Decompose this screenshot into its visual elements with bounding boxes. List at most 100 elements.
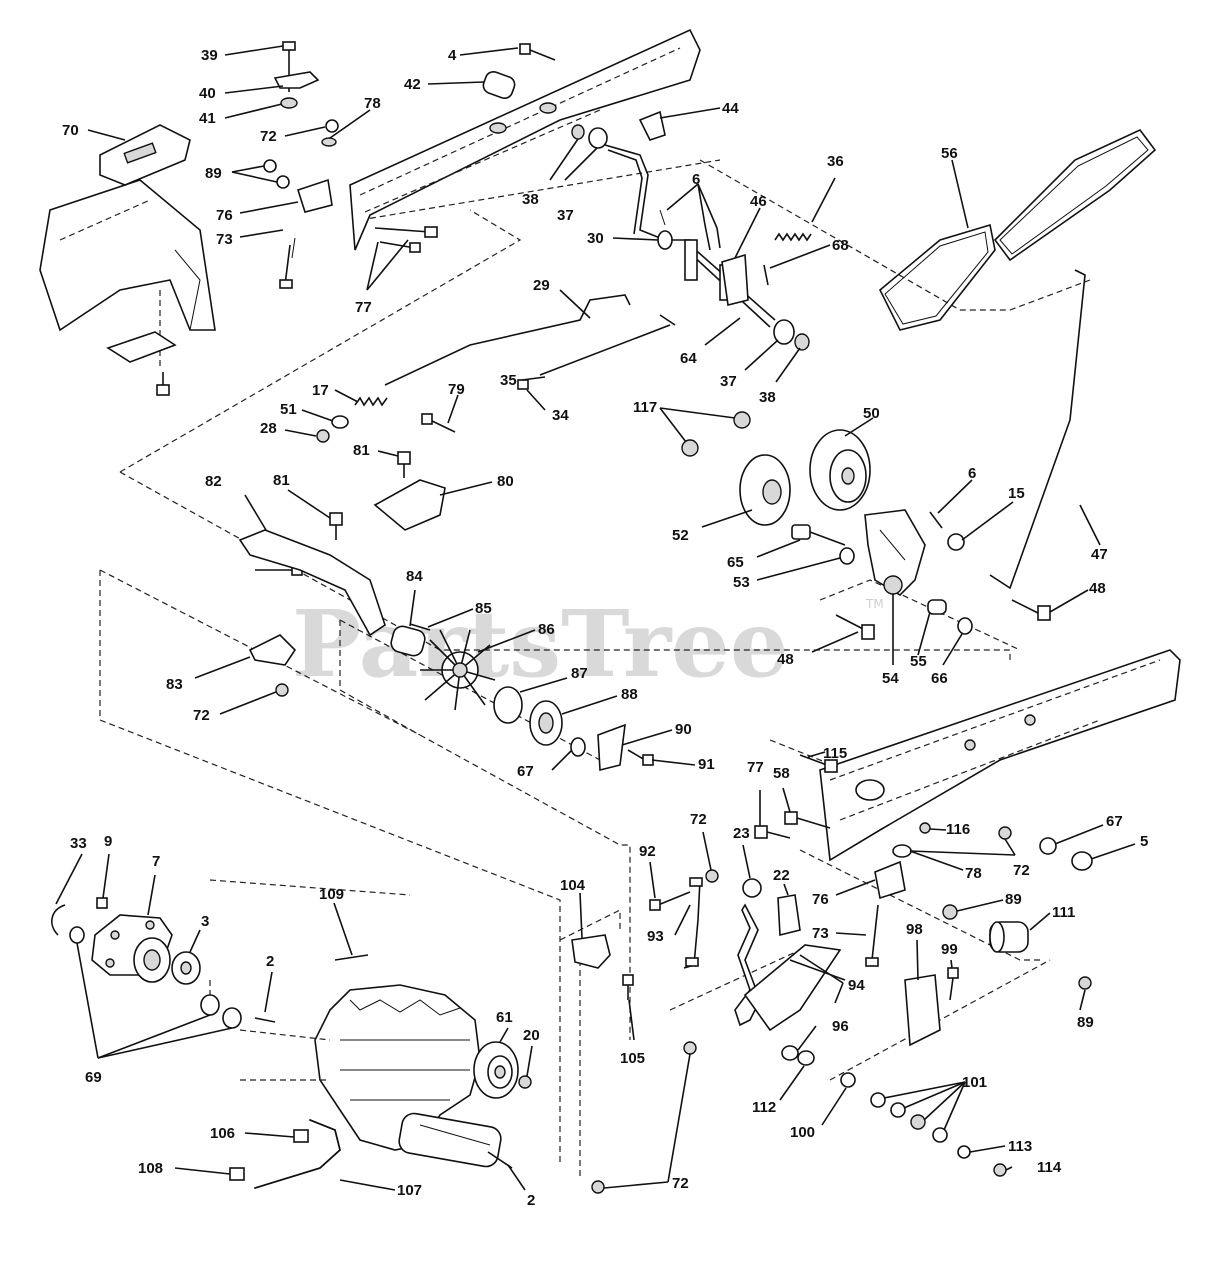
- callout-64: 64: [680, 350, 697, 367]
- part-89-nut-far: [1078, 976, 1092, 990]
- part-94-pin: [789, 959, 846, 981]
- part-20-nut: [518, 1075, 532, 1089]
- callout-101: 101: [962, 1074, 987, 1091]
- part-70-shift-cover: [99, 124, 191, 186]
- callout-33: 33: [70, 835, 87, 852]
- part-109-pin: [334, 954, 369, 961]
- part-48-bolt-right: [1011, 599, 1051, 621]
- callout-99: 99: [941, 941, 958, 958]
- callout-48: 48: [1089, 580, 1106, 597]
- part-42-spacer: [482, 70, 516, 100]
- callout-72: 72: [1013, 862, 1030, 879]
- part-104-bracket: [571, 934, 611, 969]
- part-86-fan: [420, 629, 496, 711]
- callout-30: 30: [587, 230, 604, 247]
- part-33-clip: [51, 904, 66, 936]
- callout-41: 41: [199, 110, 216, 127]
- callout-84: 84: [406, 568, 423, 585]
- part-69-washer-c: [222, 1007, 242, 1029]
- part-90-guard: [597, 723, 626, 772]
- part-114-nut: [993, 1163, 1007, 1177]
- callout-39: 39: [201, 47, 218, 64]
- callout-89: 89: [205, 165, 222, 182]
- part-69-washer-b: [200, 994, 220, 1016]
- callout-80: 80: [497, 473, 514, 490]
- part-66-washer: [957, 617, 973, 635]
- part-72-nut-right: [998, 826, 1012, 840]
- callout-113: 113: [1008, 1138, 1032, 1155]
- callout-96: 96: [832, 1018, 849, 1035]
- callout-58: 58: [773, 765, 790, 782]
- part-4-bolt: [519, 43, 556, 61]
- part-68-pin: [763, 264, 769, 286]
- callout-88: 88: [621, 686, 638, 703]
- part-88-pulley: [529, 700, 563, 746]
- part-58-bolt: [784, 811, 831, 829]
- callout-65: 65: [727, 554, 744, 571]
- callout-20: 20: [523, 1027, 540, 1044]
- callout-2: 2: [266, 953, 274, 970]
- part-37-washer-right: [773, 319, 795, 345]
- callout-38: 38: [759, 389, 776, 406]
- callout-6: 6: [968, 465, 976, 482]
- part-72-nut-bottom: [683, 1041, 697, 1055]
- callout-77: 77: [355, 299, 372, 316]
- callout-67: 67: [517, 763, 534, 780]
- part-2-key-upper: [254, 1017, 276, 1023]
- part-82-lever: [238, 529, 386, 637]
- callout-114: 114: [1037, 1159, 1062, 1176]
- part-108-fitting: [229, 1167, 245, 1181]
- part-71-plate: [106, 331, 177, 363]
- callout-6: 6: [692, 171, 700, 188]
- upper-frame-rail: [349, 28, 701, 251]
- part-100-washer: [840, 1072, 856, 1088]
- part-6-pin-right: [929, 511, 943, 529]
- callout-48: 48: [777, 651, 794, 668]
- part-83-bracket: [248, 634, 297, 666]
- part-74-screw: [156, 372, 170, 396]
- part-92-bolt: [649, 891, 691, 911]
- callout-115: 115: [823, 745, 847, 762]
- part-91-bolt: [627, 749, 654, 766]
- callout-50: 50: [863, 405, 880, 422]
- callout-2: 2: [527, 1192, 535, 1209]
- part-105-bolt: [622, 974, 634, 1000]
- callout-66: 66: [931, 670, 948, 687]
- callout-61: 61: [496, 1009, 513, 1026]
- callout-labels: 39 40 41 4 42 44 70 72 78 89 76 73 77 38…: [62, 47, 1148, 1209]
- part-55-spacer: [927, 599, 947, 615]
- callout-69: 69: [85, 1069, 102, 1086]
- part-48-bolt-left: [835, 614, 875, 640]
- callout-34: 34: [552, 407, 569, 424]
- callout-117: 117: [633, 399, 657, 416]
- callout-107: 107: [397, 1182, 422, 1199]
- callout-38: 38: [522, 191, 539, 208]
- callout-83: 83: [166, 676, 183, 693]
- part-38-washer-right: [794, 333, 810, 351]
- callout-85: 85: [475, 600, 492, 617]
- callout-52: 52: [672, 527, 689, 544]
- callout-91: 91: [698, 756, 715, 773]
- part-77-bolt-right: [754, 825, 791, 839]
- callout-55: 55: [910, 653, 927, 670]
- part-17-spring: [354, 396, 388, 407]
- callout-22: 22: [773, 867, 790, 884]
- callout-89: 89: [1005, 891, 1022, 908]
- callout-106: 106: [210, 1125, 235, 1142]
- callout-7: 7: [152, 853, 160, 870]
- callout-78: 78: [965, 865, 982, 882]
- part-78-washer-right: [892, 844, 912, 858]
- callout-77: 77: [747, 759, 764, 776]
- callout-78: 78: [364, 95, 381, 112]
- part-50-pulley: [809, 429, 871, 511]
- callout-72: 72: [672, 1175, 689, 1192]
- part-53-washer: [839, 547, 855, 565]
- callout-37: 37: [557, 207, 574, 224]
- part-67-washer-right: [1039, 837, 1057, 855]
- part-34-cap: [517, 379, 529, 390]
- callout-4: 4: [448, 47, 457, 64]
- callout-23: 23: [733, 825, 750, 842]
- callout-79: 79: [448, 381, 465, 398]
- part-56-belt: [879, 129, 1157, 331]
- callout-46: 46: [750, 193, 767, 210]
